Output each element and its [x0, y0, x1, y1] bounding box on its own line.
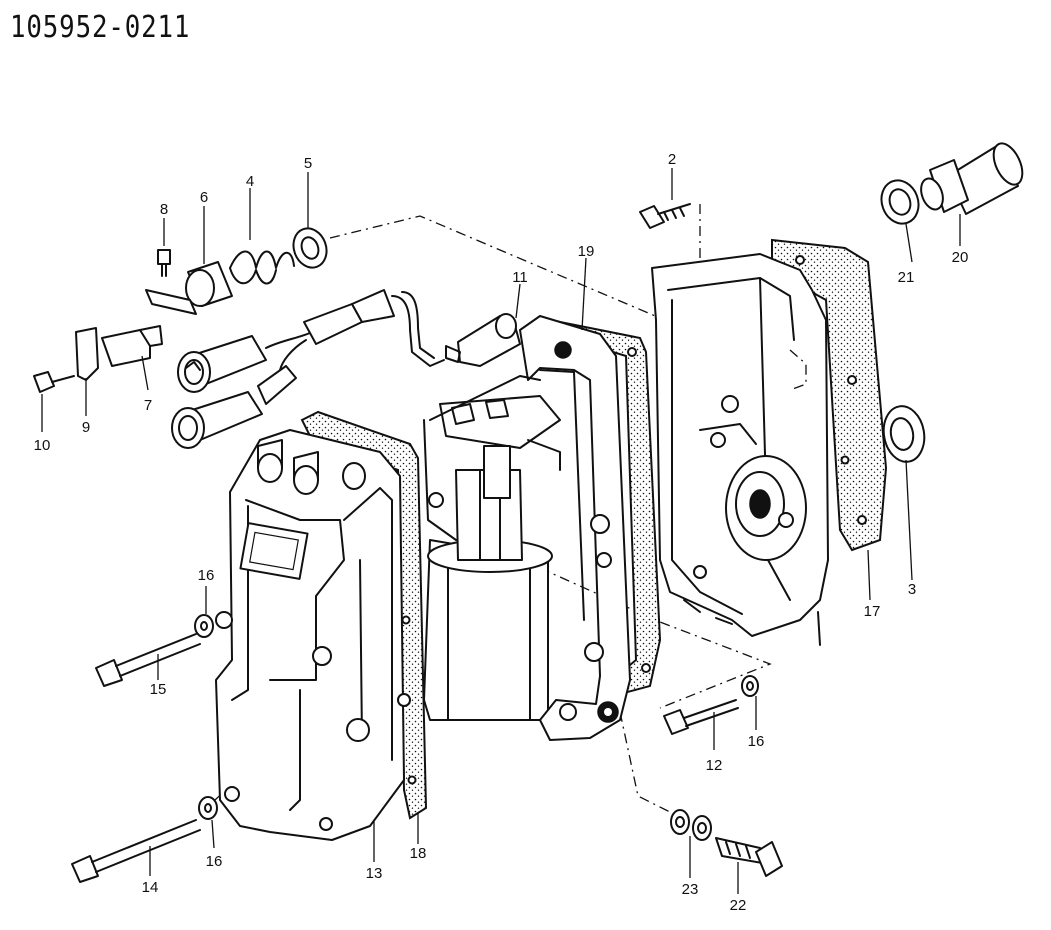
washer-21 — [880, 179, 920, 225]
callout-7: 7 — [144, 397, 152, 414]
bolt-2 — [639, 203, 691, 229]
callout-9: 9 — [82, 419, 90, 436]
seal-3 — [882, 405, 926, 463]
callout-8: 8 — [160, 201, 168, 218]
gasket-17 — [771, 238, 888, 552]
callout-14: 14 — [142, 879, 159, 896]
callout-18: 18 — [410, 845, 427, 862]
sensor-bracket-parts — [33, 227, 328, 393]
callout-21: 21 — [898, 269, 915, 286]
bolt-14 — [71, 796, 218, 883]
callout-12: 12 — [706, 757, 723, 774]
callout-17: 17 — [864, 603, 881, 620]
callout-20: 20 — [952, 249, 969, 266]
callout-2: 2 — [668, 151, 676, 168]
solenoid-valve-body — [423, 395, 561, 721]
diagram-part-number: 105952-0211 — [10, 10, 191, 45]
callout-11: 11 — [512, 269, 528, 286]
sensor-harness — [171, 289, 445, 449]
bolt-15 — [95, 614, 214, 687]
bolt-22 — [715, 837, 783, 877]
front-cover-13 — [215, 429, 411, 841]
callout-4: 4 — [246, 173, 254, 190]
callout-16-right: 16 — [748, 733, 765, 750]
callout-6: 6 — [200, 189, 208, 206]
callout-13: 13 — [366, 865, 383, 882]
valve-body-frame — [423, 315, 631, 741]
leader-lines — [41, 168, 961, 894]
callout-10: 10 — [34, 437, 51, 454]
callout-labels: 2 3 4 5 6 7 8 9 10 11 12 13 14 15 16 16 … — [34, 151, 969, 914]
callout-19: 19 — [578, 243, 595, 260]
callout-16-lower: 16 — [206, 853, 223, 870]
callout-16-upper: 16 — [198, 567, 215, 584]
solenoid-plug-11 — [445, 313, 521, 367]
plug-20 — [920, 142, 1024, 215]
washers-23 — [670, 809, 712, 841]
bolt-12 — [663, 675, 759, 735]
callout-22: 22 — [730, 897, 747, 914]
callout-15: 15 — [150, 681, 167, 698]
callout-5: 5 — [304, 155, 312, 172]
rear-housing — [651, 253, 829, 646]
callout-23: 23 — [682, 881, 699, 898]
callout-3: 3 — [908, 581, 916, 598]
